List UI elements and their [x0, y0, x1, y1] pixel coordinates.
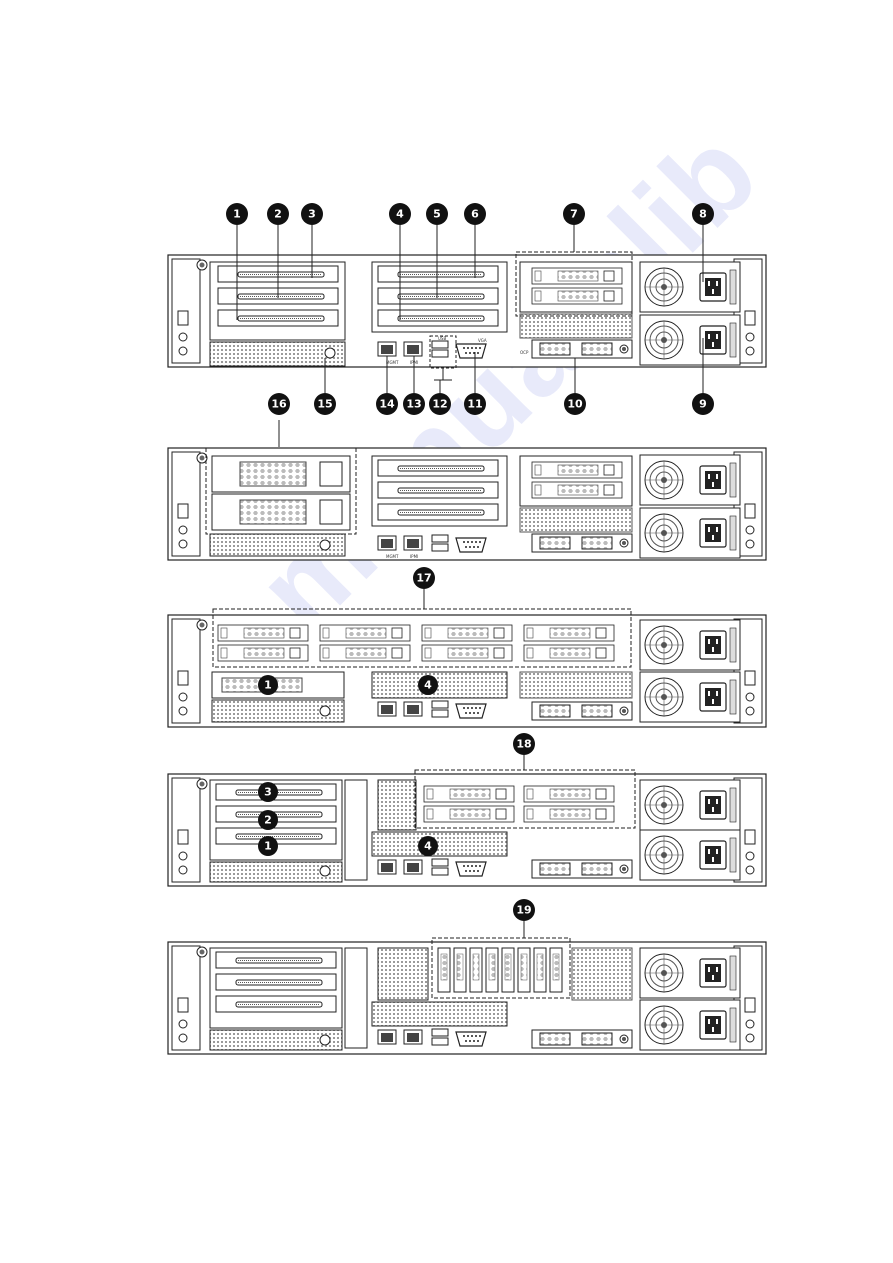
svg-text:3: 3	[264, 786, 272, 799]
callout-11: 11	[464, 393, 486, 415]
ipmi-port-label-2: IPMI	[410, 554, 418, 559]
svg-text:1: 1	[233, 208, 241, 221]
panel-2-rear-view: MGMT IPMI	[168, 448, 766, 560]
svg-text:15: 15	[317, 398, 332, 411]
mgmt-port-label-2: MGMT	[386, 554, 399, 559]
callout-7: 7	[563, 203, 585, 225]
callout-2-slot: 2	[258, 810, 278, 830]
svg-text:12: 12	[432, 398, 447, 411]
callout-16: 16	[268, 393, 290, 415]
svg-text:13: 13	[406, 398, 421, 411]
svg-text:1: 1	[264, 840, 272, 853]
callout-18: 18	[513, 733, 535, 755]
callout-12: 12	[429, 393, 451, 415]
vga-port-label: VGA	[478, 338, 487, 343]
svg-text:3: 3	[308, 208, 316, 221]
svg-text:6: 6	[471, 208, 479, 221]
panel-4-rear-view: 18 3 2 1 4	[168, 733, 766, 886]
callout-4: 4	[389, 203, 411, 225]
ocp-port-label: OCP	[520, 350, 529, 355]
callout-1-slot: 1	[258, 675, 278, 695]
svg-text:19: 19	[516, 904, 531, 917]
svg-text:10: 10	[567, 398, 583, 411]
svg-text:4: 4	[424, 679, 432, 692]
panel-1-rear-view: MGMT IPMI USB VGA OCP 1 2 3	[168, 203, 766, 447]
callout-9: 9	[692, 393, 714, 415]
svg-text:17: 17	[416, 572, 431, 585]
callout-13: 13	[403, 393, 425, 415]
svg-text:7: 7	[570, 208, 578, 221]
svg-text:14: 14	[379, 398, 395, 411]
callout-4-slot: 4	[418, 675, 438, 695]
callout-10: 10	[564, 393, 586, 415]
callout-2: 2	[267, 203, 289, 225]
svg-text:5: 5	[433, 208, 441, 221]
callout-6: 6	[464, 203, 486, 225]
svg-text:18: 18	[516, 738, 531, 751]
callout-14: 14	[376, 393, 398, 415]
svg-text:8: 8	[699, 208, 707, 221]
callout-1-slot-b: 1	[258, 836, 278, 856]
callout-3-slot: 3	[258, 782, 278, 802]
svg-text:1: 1	[264, 679, 272, 692]
mgmt-port-label: MGMT	[386, 360, 399, 365]
svg-text:2: 2	[264, 814, 272, 827]
callout-8: 8	[692, 203, 714, 225]
usb-port-label: USB	[438, 336, 446, 341]
svg-text:9: 9	[699, 398, 707, 411]
callout-19: 19	[513, 899, 535, 921]
callout-15: 15	[314, 393, 336, 415]
callout-4-slot-b: 4	[418, 836, 438, 856]
callout-5: 5	[426, 203, 448, 225]
callout-3: 3	[301, 203, 323, 225]
svg-text:4: 4	[396, 208, 404, 221]
svg-text:4: 4	[424, 840, 432, 853]
svg-text:11: 11	[467, 398, 482, 411]
panel-5-rear-view: 19	[168, 899, 766, 1054]
callout-1: 1	[226, 203, 248, 225]
callout-17: 17	[413, 567, 435, 589]
panel-3-rear-view: 17 1 4	[168, 567, 766, 727]
svg-text:16: 16	[271, 398, 287, 411]
svg-text:2: 2	[274, 208, 282, 221]
